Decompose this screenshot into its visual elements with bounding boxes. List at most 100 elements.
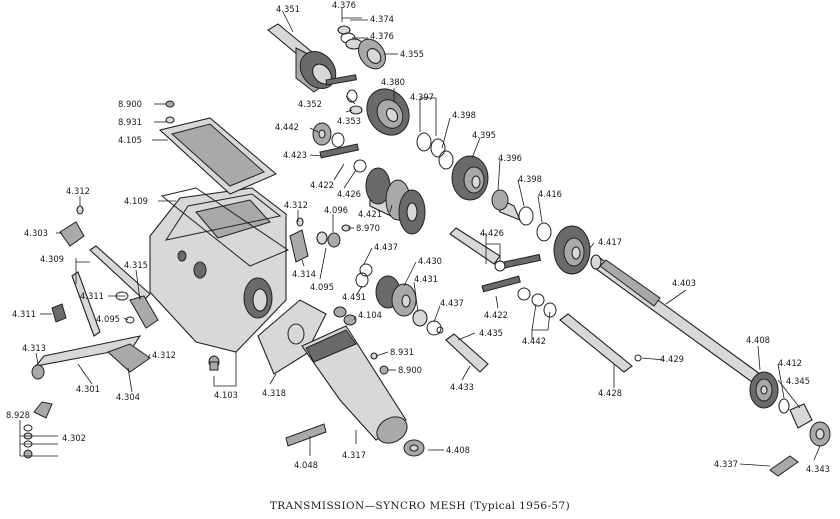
part-label: 4.428 xyxy=(598,388,622,398)
part-label: 4.412 xyxy=(778,358,802,368)
bushing-drawing xyxy=(789,403,813,429)
diagram-caption: TRANSMISSION—SYNCRO MESH (Typical 1956-5… xyxy=(269,500,571,512)
ring-drawing xyxy=(430,138,446,158)
part-label: 4.315 xyxy=(124,260,148,270)
part-label: 4.313 xyxy=(22,343,46,353)
part-label: 4.096 xyxy=(324,205,348,215)
part-label: 4.433 xyxy=(450,382,474,392)
bushing-drawing xyxy=(491,189,522,222)
shift-rod-drawing xyxy=(89,245,151,301)
part-label: 4.304 xyxy=(116,392,140,402)
part-label: 4.351 xyxy=(276,4,300,14)
fitting-drawing xyxy=(769,455,799,477)
part-label: 8.928 xyxy=(6,410,30,420)
part-label: 4.442 xyxy=(275,122,299,132)
part-label: 4.426 xyxy=(480,228,504,238)
second-gear-drawing xyxy=(451,155,489,201)
part-label: 4.376 xyxy=(332,0,356,10)
part-label: 4.417 xyxy=(598,237,622,247)
leader-lines xyxy=(19,8,821,467)
part-label: 4.095 xyxy=(310,282,334,292)
part-label: 4.397 xyxy=(410,92,434,102)
speedometer-gear-drawing xyxy=(285,423,327,447)
part-label: 4.312 xyxy=(152,350,176,360)
part-label: 4.353 xyxy=(337,116,361,126)
part-label: 4.437 xyxy=(440,298,464,308)
part-label: 4.435 xyxy=(479,328,503,338)
shift-fork-drawing xyxy=(107,343,151,373)
part-label: 4.416 xyxy=(538,189,562,199)
part-label: 4.374 xyxy=(370,14,394,24)
shift-rail-drawing xyxy=(34,335,142,367)
part-label: 4.352 xyxy=(298,99,322,109)
part-label: 8.900 xyxy=(118,99,142,109)
part-label: 4.431 xyxy=(414,274,438,284)
roller-drawing xyxy=(319,143,360,159)
shift-fork-drawing xyxy=(129,295,159,329)
part-label: 4.430 xyxy=(418,256,442,266)
ring-drawing xyxy=(438,150,454,170)
part-label: 4.408 xyxy=(746,335,770,345)
lever-drawing xyxy=(289,229,309,263)
part-label: 4.104 xyxy=(358,310,382,320)
part-label: 4.105 xyxy=(118,135,142,145)
part-label: 4.312 xyxy=(66,186,90,196)
part-label: 4.302 xyxy=(62,433,86,443)
part-label: 4.429 xyxy=(660,354,684,364)
extension-gasket-drawing xyxy=(257,299,327,375)
part-label: 4.442 xyxy=(522,336,546,346)
cluster-gear-drawing xyxy=(365,167,426,235)
ring-drawing xyxy=(416,132,432,152)
part-label: 4.095 xyxy=(96,314,120,324)
ring-drawing xyxy=(346,89,358,103)
part-label: 4.423 xyxy=(283,150,307,160)
part-label: 4.431 xyxy=(342,292,366,302)
part-labels: 4.351 4.376 4.374 4.376 4.355 4.380 4.35… xyxy=(6,0,830,474)
part-label: 4.311 xyxy=(80,291,104,301)
low-gear-drawing xyxy=(553,225,591,275)
pin-drawing xyxy=(445,333,489,373)
rear-bearing-drawing xyxy=(749,371,779,409)
part-label: 8.931 xyxy=(118,117,142,127)
part-label: 4.301 xyxy=(76,384,100,394)
part-label: 4.109 xyxy=(124,196,148,206)
part-label: 8.931 xyxy=(390,347,414,357)
part-label: 4.398 xyxy=(452,110,476,120)
part-label: 4.398 xyxy=(518,174,542,184)
part-label: 4.309 xyxy=(40,254,64,264)
washer-drawing xyxy=(349,105,363,115)
shift-fork-drawing xyxy=(59,221,85,247)
transmission-case-drawing xyxy=(149,187,287,353)
part-label: 4.314 xyxy=(292,269,316,279)
main-shaft-drawing xyxy=(590,254,761,383)
extension-housing-drawing xyxy=(301,325,408,444)
part-label: 4.317 xyxy=(342,450,366,460)
idler-shaft-drawing xyxy=(559,313,633,373)
part-label: 4.337 xyxy=(714,459,738,469)
synchronizer-drawing xyxy=(366,88,410,136)
parts-artwork xyxy=(23,23,831,477)
part-label: 4.395 xyxy=(472,130,496,140)
part-label: 4.396 xyxy=(498,153,522,163)
part-label: 4.403 xyxy=(672,278,696,288)
roller-drawing xyxy=(325,74,357,86)
part-label: 4.048 xyxy=(294,460,318,470)
part-label: 4.422 xyxy=(484,310,508,320)
cover-plate-drawing xyxy=(158,117,278,195)
input-shaft-drawing xyxy=(267,23,337,93)
part-label: 4.421 xyxy=(358,209,382,219)
part-label: 8.900 xyxy=(398,365,422,375)
part-label: 4.318 xyxy=(262,388,286,398)
part-label: 4.426 xyxy=(337,189,361,199)
part-label: 4.103 xyxy=(214,390,238,400)
part-label: 4.422 xyxy=(310,180,334,190)
pivot-bolt-drawing xyxy=(33,401,53,419)
part-label: 4.311 xyxy=(12,309,36,319)
part-label: 4.303 xyxy=(24,228,48,238)
part-label: 4.408 xyxy=(446,445,470,455)
part-label: 4.376 xyxy=(370,31,394,41)
reverse-idler-gear-drawing xyxy=(375,275,417,317)
part-label: 4.312 xyxy=(284,200,308,210)
part-label: 4.345 xyxy=(786,376,810,386)
